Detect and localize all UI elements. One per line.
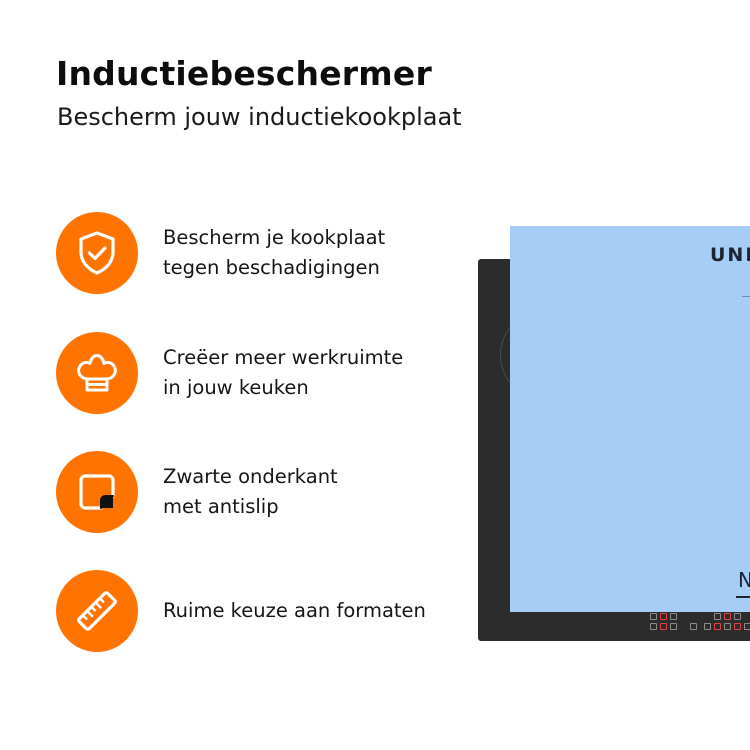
control-button	[714, 613, 721, 620]
feature-protection: Bescherm je kookplaat tegen beschadiging…	[56, 212, 476, 294]
control-button	[670, 613, 677, 620]
feature-line: met antislip	[163, 495, 279, 518]
control-button	[650, 623, 657, 630]
control-indicator	[724, 613, 731, 620]
feature-text: Creëer meer werkruimte in jouw keuken	[163, 343, 403, 403]
chef-hat-icon	[77, 354, 117, 392]
control-button	[734, 613, 741, 620]
feature-icon-circle	[56, 332, 138, 414]
page-subtitle: Bescherm jouw inductiekookplaat	[57, 103, 462, 131]
cooktop-controls	[646, 610, 750, 634]
feature-text: Zwarte onderkant met antislip	[163, 462, 338, 522]
protector-underline	[736, 596, 750, 598]
feature-line: Ruime keuze aan formaten	[163, 599, 426, 622]
feature-line: Zwarte onderkant	[163, 465, 338, 488]
control-indicator	[660, 623, 667, 630]
protector-mark	[742, 296, 750, 297]
feature-icon-circle	[56, 212, 138, 294]
control-button	[690, 623, 697, 630]
control-indicator	[734, 623, 741, 630]
non-slip-corner-icon	[79, 474, 115, 510]
feature-line: tegen beschadigingen	[163, 256, 380, 279]
feature-workspace: Creëer meer werkruimte in jouw keuken	[56, 332, 476, 414]
protector-text-bottom: N	[738, 568, 750, 592]
feature-text: Ruime keuze aan formaten	[163, 596, 426, 626]
control-button	[704, 623, 711, 630]
feature-sizes: Ruime keuze aan formaten	[56, 570, 476, 652]
control-button	[724, 623, 731, 630]
control-indicator	[660, 613, 667, 620]
control-indicator	[714, 623, 721, 630]
control-button	[650, 613, 657, 620]
feature-icon-circle	[56, 451, 138, 533]
feature-line: in jouw keuken	[163, 376, 309, 399]
inductie-protector-mat: UNI N	[510, 226, 750, 612]
protector-text-top: UNI	[710, 244, 750, 266]
control-button	[670, 623, 677, 630]
feature-line: Bescherm je kookplaat	[163, 226, 386, 249]
feature-non-slip: Zwarte onderkant met antislip	[56, 451, 476, 533]
feature-line: Creëer meer werkruimte	[163, 346, 404, 369]
page-title: Inductiebeschermer	[56, 54, 432, 93]
ruler-icon	[77, 591, 117, 631]
feature-text: Bescherm je kookplaat tegen beschadiging…	[163, 223, 385, 283]
shield-check-icon	[79, 231, 115, 275]
control-button	[744, 623, 750, 630]
feature-icon-circle	[56, 570, 138, 652]
